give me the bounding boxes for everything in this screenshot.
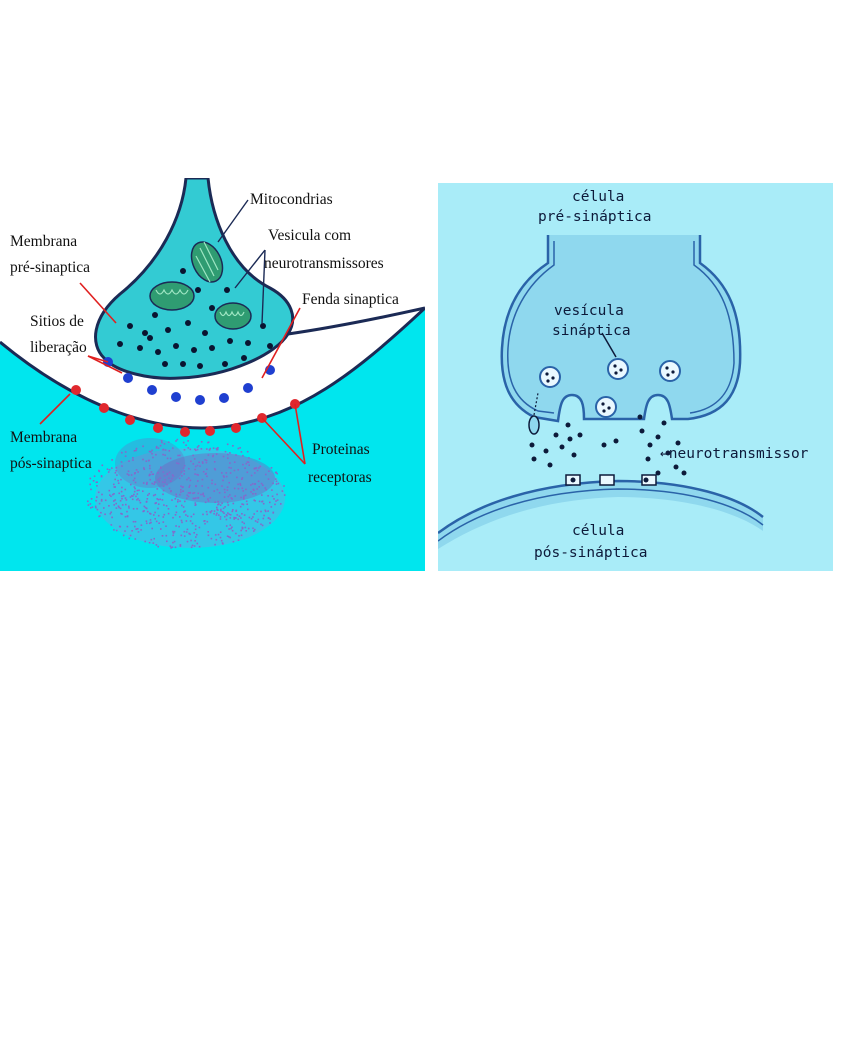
- label-pos-line1: célula: [572, 523, 624, 539]
- label-membrana-pos-line1: Membrana: [10, 429, 77, 446]
- label-vesicula-line1: Vesicula com: [268, 227, 351, 244]
- synapse-illustration-left: Mitocondrias Vesicula com neurotransmiss…: [0, 178, 425, 571]
- label-membrana-pre-line2: pré-sinaptica: [10, 259, 90, 276]
- label-pos-line2: pós-sináptica: [534, 545, 648, 561]
- label-sitios-line2: liberação: [30, 339, 87, 356]
- postsynaptic-receptors: [566, 475, 656, 485]
- label-membrana-pos-line2: pós-sinaptica: [10, 455, 92, 472]
- label-mitocondrias: Mitocondrias: [250, 191, 333, 208]
- synapse-illustration-right: célula pré-sináptica vesícula sináptica …: [438, 183, 833, 571]
- label-vesicula-line1: vesícula: [554, 303, 624, 319]
- label-proteinas-line1: Proteinas: [312, 441, 370, 458]
- synapse-diagram-right: célula pré-sináptica vesícula sináptica …: [438, 183, 833, 571]
- label-fenda: Fenda sinaptica: [302, 291, 399, 308]
- label-sitios-line1: Sitios de: [30, 313, 84, 330]
- label-proteinas-line2: receptoras: [308, 469, 372, 486]
- label-pre-line2: pré-sináptica: [538, 209, 652, 225]
- label-neurotransmissor: ←neurotransmissor: [660, 446, 809, 462]
- synapse-diagram-left: Mitocondrias Vesicula com neurotransmiss…: [0, 178, 425, 571]
- label-vesicula-line2: neurotransmissores: [264, 255, 384, 272]
- label-pre-line1: célula: [572, 189, 624, 205]
- label-membrana-pre-line1: Membrana: [10, 233, 77, 250]
- ion-channel: [529, 416, 539, 434]
- label-vesicula-line2: sináptica: [552, 323, 631, 339]
